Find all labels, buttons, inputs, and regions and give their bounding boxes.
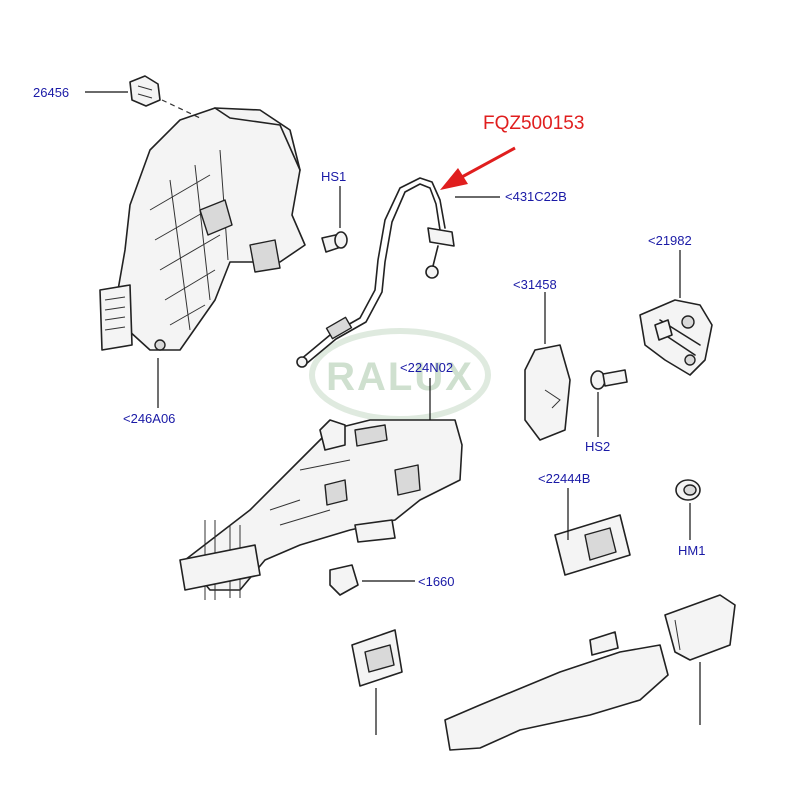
grommet-hm1 [675, 479, 701, 501]
seal-31458 [524, 344, 571, 441]
outer-handle [444, 631, 669, 751]
screw-hs2 [590, 369, 628, 390]
striker-21982 [639, 299, 713, 376]
pad-1660 [329, 564, 359, 596]
gasket-22444b [554, 514, 631, 576]
label-246a06: <246A06 [123, 411, 175, 426]
handle-bracket [179, 419, 463, 600]
label-31458: <31458 [513, 277, 557, 292]
highlight-arrow [440, 146, 516, 190]
label-hs2: HS2 [585, 439, 610, 454]
door-cable [296, 177, 455, 368]
label-fqz500153: FQZ500153 [483, 113, 584, 134]
label-hs1: HS1 [321, 169, 346, 184]
label-21982: <21982 [648, 233, 692, 248]
screw-hs1 [321, 231, 348, 253]
handle-end-cap [664, 594, 736, 661]
watermark: RALUX [309, 328, 491, 422]
clip-26456 [129, 75, 201, 119]
label-hm1: HM1 [678, 543, 705, 558]
label-1660: <1660 [418, 574, 455, 589]
watermark-text: RALUX [326, 355, 474, 399]
handle-bezel [351, 629, 403, 687]
label-22444b: <22444B [538, 471, 590, 486]
label-224n02: <224N02 [400, 360, 453, 375]
label-26456: 26456 [33, 85, 69, 100]
leader-lines [85, 91, 701, 735]
label-431c22b: <431C22B [505, 189, 567, 204]
door-lock-actuator [99, 107, 306, 351]
